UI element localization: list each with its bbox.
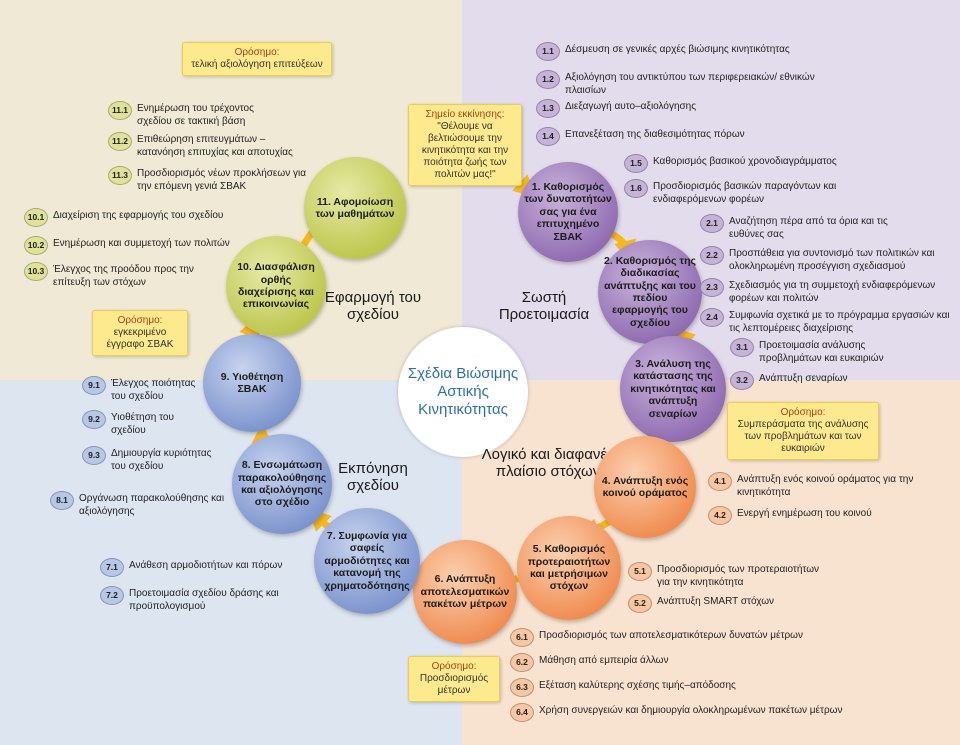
step-8: 8. Ενσωμάτωση παρακολούθησης και αξιολόγ…	[232, 434, 332, 534]
milestone-text: εγκεκριμένο έγγραφο ΣΒΑΚ	[106, 327, 174, 350]
milestone-text: Συμπεράσματα της ανάλυσης των προβλημάτω…	[737, 419, 869, 454]
milestone-text: τελική αξιολόγηση επιτεύξεων	[191, 59, 323, 70]
starting-point-text: "Θέλουμε να βελτιώσουμε την κινητικότητα…	[421, 121, 509, 180]
step-11: 11. Αφομοίωση των μαθημάτων	[304, 157, 406, 259]
step-5: 5. Καθορισμός προτεραιοτήτων και μετρήσι…	[517, 516, 621, 620]
center-title: Σχέδια Βιώσιμης Αστικής Κινητικότητας	[398, 327, 528, 457]
phase-label-goals: Λογικό και διαφανές πλαίσιο στόχων	[481, 446, 615, 481]
phase-label-implementation: Εφαρμογή του σχεδίου	[324, 289, 422, 324]
step-10: 10. Διασφάλιση ορθής διαχείρισης και επι…	[226, 236, 326, 336]
starting-point: Σημείο εκκίνησης: "Θέλουμε να βελτιώσουμ…	[408, 104, 522, 186]
milestone-title: Ορόσημο:	[431, 661, 477, 672]
milestone-final-evaluation: Ορόσημο: τελική αξιολόγηση επιτεύξεων	[182, 42, 332, 76]
step-2: 2. Καθορισμός της διαδικασίας ανάπτυξης …	[598, 240, 702, 344]
step-4: 4. Ανάπτυξη ενός κοινού οράματος	[594, 436, 696, 538]
milestone-analysis-conclusions: Ορόσημο: Συμπεράσματα της ανάλυσης των π…	[727, 402, 879, 460]
phase-label-drafting: Εκπόνηση σχεδίου	[338, 460, 408, 495]
step-9: 9. Υιοθέτηση ΣΒΑΚ	[203, 334, 301, 432]
step-3: 3. Ανάλυση της κατάστασης της κινητικότη…	[620, 336, 726, 442]
milestone-title: Ορόσημο:	[117, 315, 163, 326]
milestone-title: Ορόσημο:	[234, 47, 280, 58]
step-1: 1. Καθορισμός των δυνατοτήτων σας για έν…	[518, 162, 618, 262]
milestone-approved-document: Ορόσημο: εγκεκριμένο έγγραφο ΣΒΑΚ	[92, 310, 188, 356]
milestone-measures-identified: Ορόσημο: Προσδιορισμός μέτρων	[408, 656, 500, 702]
step-6: 6. Ανάπτυξη αποτελεσματικών πακέτων μέτρ…	[413, 540, 517, 644]
step-7: 7. Συμφωνία για σαφείς αρμοδιότητες και …	[314, 508, 420, 614]
milestone-title: Ορόσημο:	[780, 407, 826, 418]
milestone-text: Προσδιορισμός μέτρων	[419, 673, 489, 696]
phase-label-preparation: Σωστή Προετοιμασία	[498, 289, 590, 324]
starting-point-title: Σημείο εκκίνησης:	[425, 109, 505, 120]
